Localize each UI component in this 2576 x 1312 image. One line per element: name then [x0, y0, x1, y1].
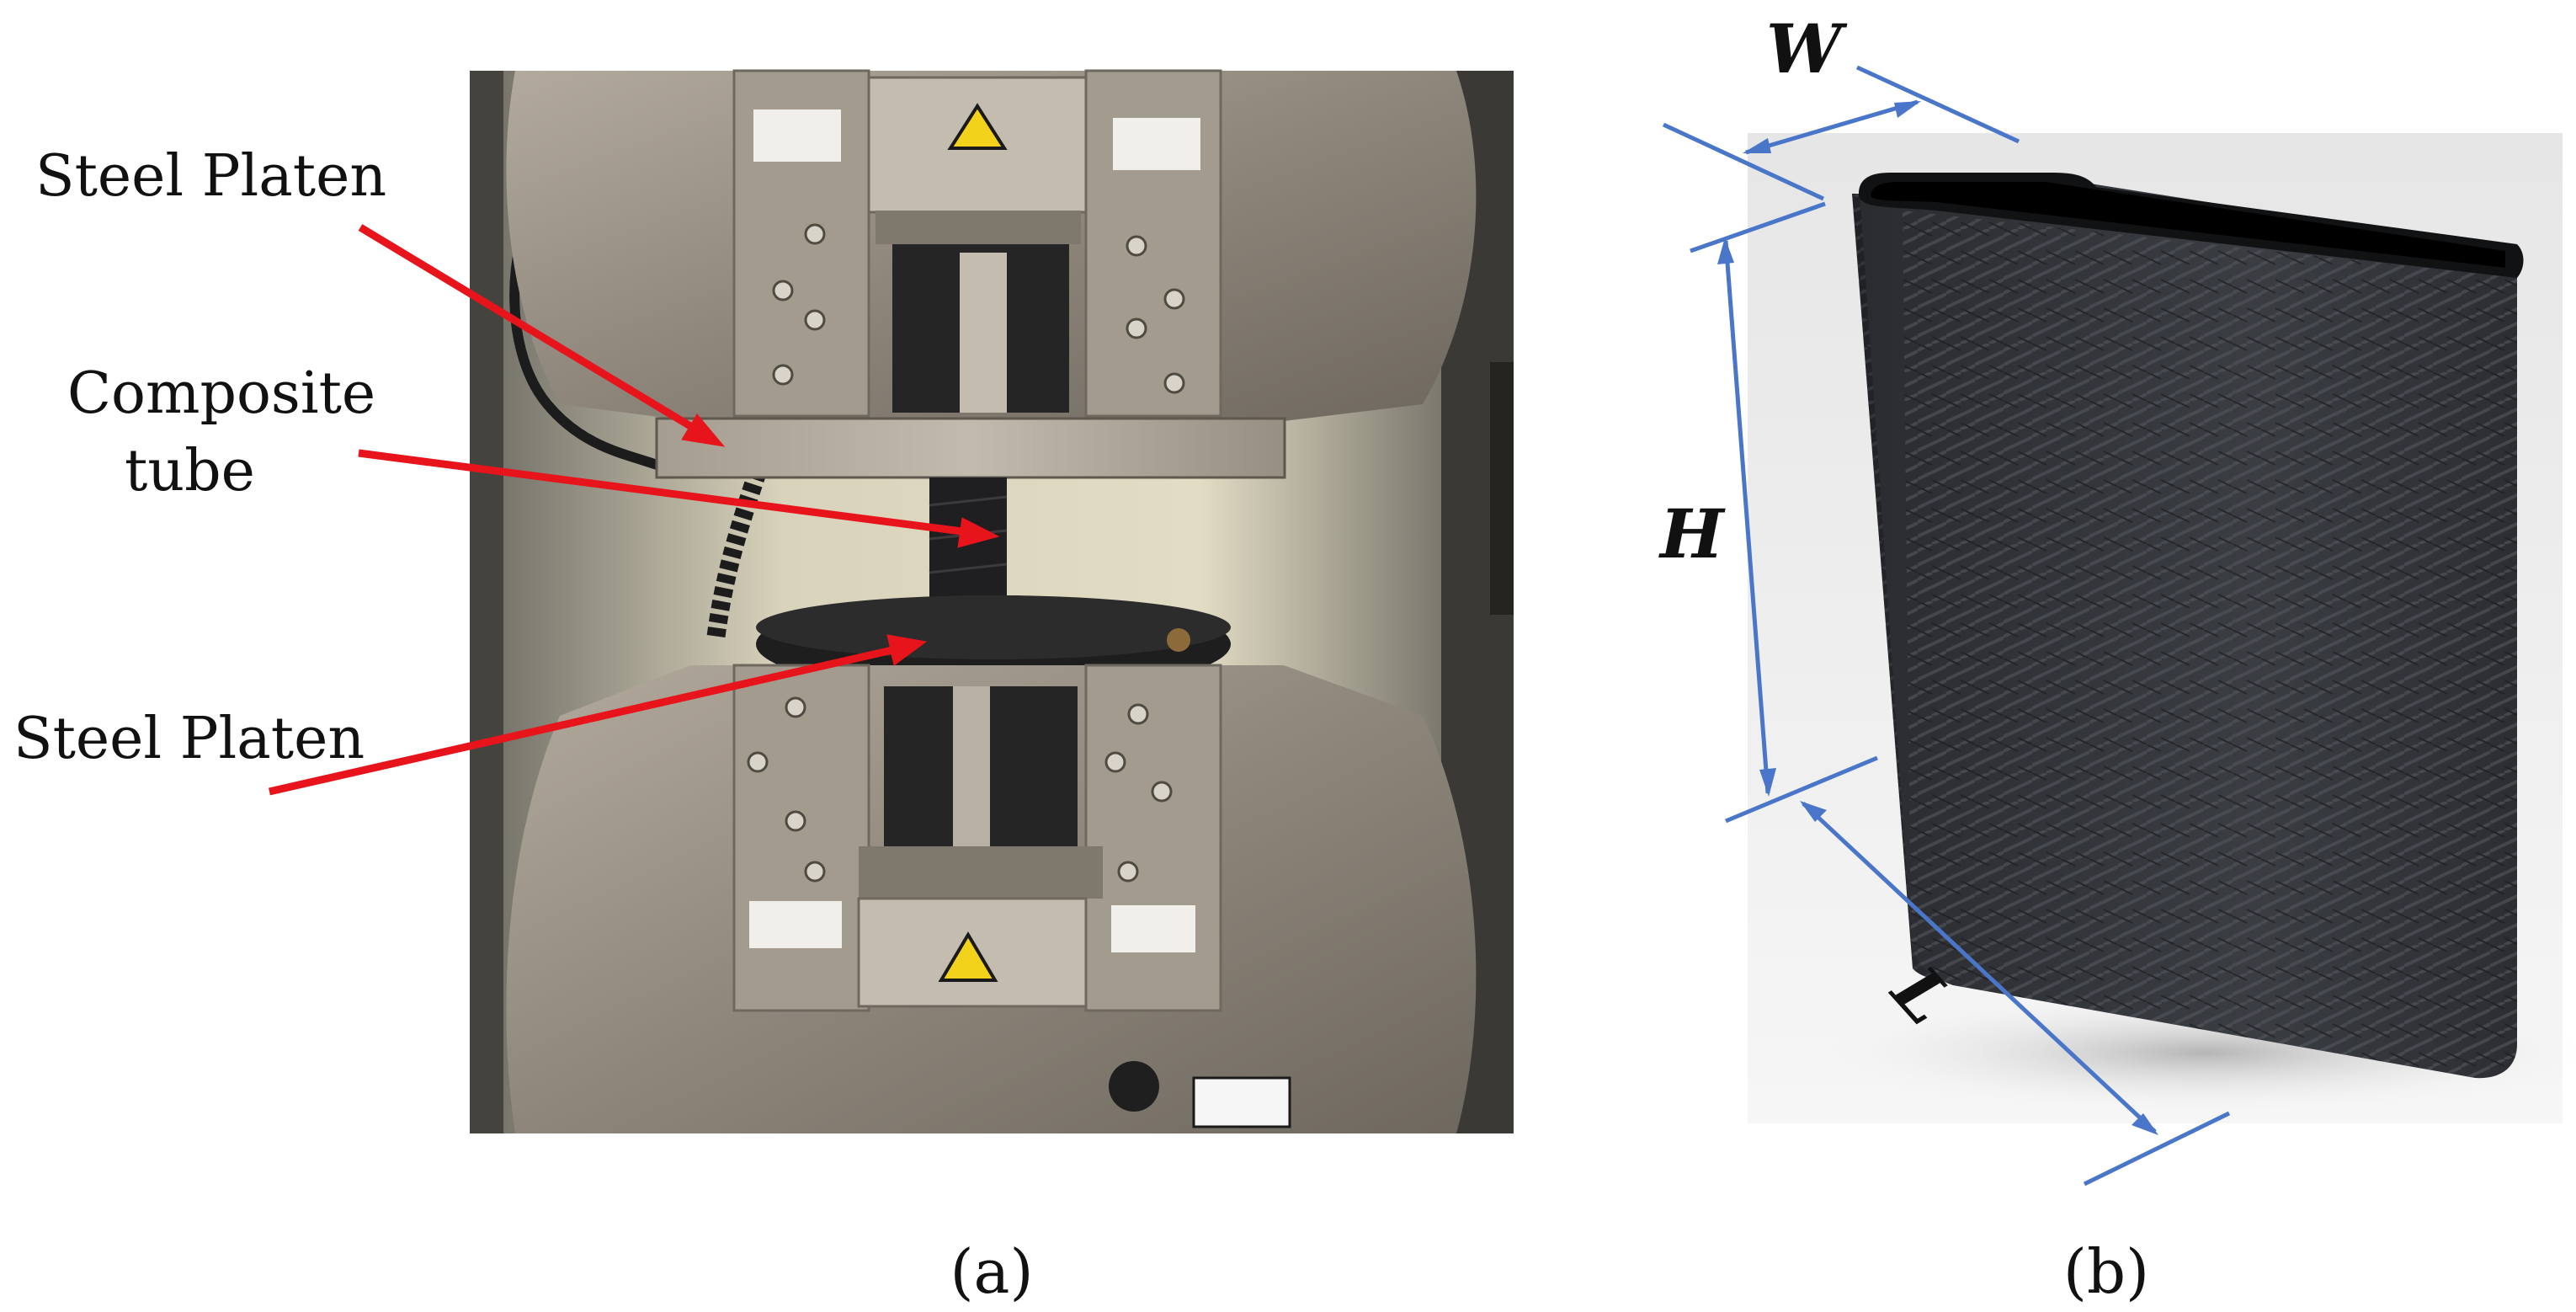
dimension-lines	[1662, 65, 2231, 1187]
upper-crosshead	[506, 69, 1477, 421]
arrow-composite-tube	[358, 449, 969, 536]
caption-a: (a)	[950, 1236, 1033, 1307]
warning-sign-icon-lower	[938, 931, 998, 982]
label-top-steel-platen: Steel Platen	[35, 143, 386, 210]
annotation-arrows	[269, 224, 1000, 796]
arrow-top-platen	[358, 224, 701, 435]
label-bottom-steel-platen: Steel Platen	[13, 706, 365, 772]
caption-b: (b)	[2063, 1236, 2149, 1307]
arrowhead-composite-tube	[957, 517, 1000, 548]
arrow-bottom-platen	[269, 646, 893, 796]
dim-l-line	[1802, 802, 2157, 1133]
dim-h-line	[1723, 240, 1770, 794]
panel-a-photo	[470, 69, 1514, 1133]
panel-b-render	[1748, 133, 2576, 1123]
upper-steel-platen	[655, 417, 1286, 479]
label-composite-tube-line2: tube	[125, 438, 255, 504]
bolts	[747, 223, 1185, 883]
warning-sign-icon	[947, 103, 1008, 150]
dimension-label-w: W	[1766, 9, 1848, 88]
arrowhead-top-platen	[681, 413, 726, 447]
arrowhead-bottom-platen	[886, 634, 928, 666]
lower-crosshead	[506, 664, 1477, 1133]
dimension-label-h: H	[1658, 494, 1726, 573]
dim-w-line	[1745, 99, 1919, 155]
label-composite-tube-line1: Composite	[67, 360, 375, 427]
